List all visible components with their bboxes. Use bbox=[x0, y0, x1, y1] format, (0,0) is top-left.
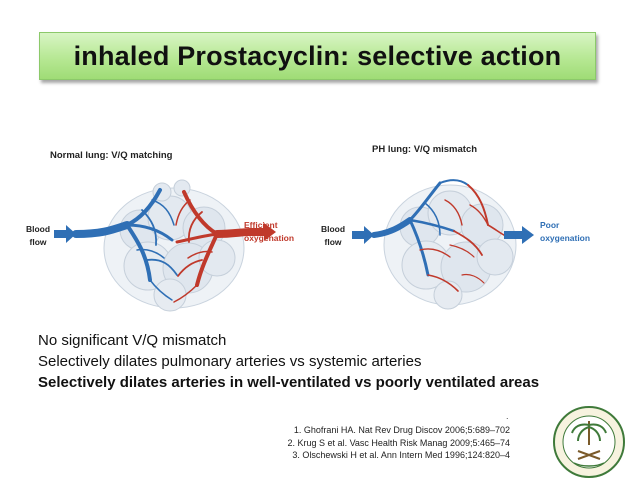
normal-lung-caption: Normal lung: V/Q matching bbox=[50, 150, 173, 161]
slide-title: inhaled Prostacyclin: selective action bbox=[73, 40, 562, 71]
normal-lung-illustration bbox=[54, 179, 276, 312]
ph-lung-artery-network bbox=[371, 179, 469, 277]
reference-3: 3. Olschewski H et al. Ann Intern Med 19… bbox=[292, 450, 510, 460]
left-oxygenation-arrow-icon bbox=[250, 223, 276, 241]
references: 1. Ghofrani HA. Nat Rev Drug Discov 2006… bbox=[250, 424, 510, 462]
bullet-no-mismatch: No significant V/Q mismatch bbox=[38, 332, 227, 349]
left-blood-flow-label: Blood flow bbox=[25, 224, 51, 247]
title-banner: inhaled Prostacyclin: selective action bbox=[39, 32, 596, 80]
normal-lung-alveoli bbox=[103, 179, 245, 312]
normal-lung-artery-network bbox=[72, 188, 178, 301]
bullet-ventilated-areas: Selectively dilates arteries in well-ven… bbox=[38, 374, 540, 391]
ph-lung-vein-network bbox=[419, 184, 505, 292]
bullet-list: No significant V/Q mismatch Selectively … bbox=[38, 330, 598, 393]
right-blood-flow-arrow-icon bbox=[352, 226, 374, 244]
right-blood-flow-label: Blood flow bbox=[320, 224, 346, 247]
reference-marker: . bbox=[506, 411, 509, 421]
poor-oxygenation-label: Poor oxygenation bbox=[540, 220, 591, 243]
left-blood-flow-arrow-icon bbox=[54, 225, 76, 243]
normal-lung-vein-network bbox=[173, 190, 254, 303]
right-oxygenation-arrow-icon bbox=[504, 226, 534, 244]
efficient-oxygenation-label: Efficient oxygenation bbox=[244, 220, 295, 243]
bullet-pulmonary-vs-systemic: Selectively dilates pulmonary arteries v… bbox=[38, 353, 422, 370]
ph-lung-illustration bbox=[352, 179, 534, 310]
ph-lung-caption: PH lung: V/Q mismatch bbox=[372, 144, 478, 155]
reference-1: 1. Ghofrani HA. Nat Rev Drug Discov 2006… bbox=[293, 425, 510, 435]
institution-seal-icon bbox=[553, 406, 625, 478]
reference-2: 2. Krug S et al. Vasc Health Risk Manag … bbox=[287, 437, 510, 448]
